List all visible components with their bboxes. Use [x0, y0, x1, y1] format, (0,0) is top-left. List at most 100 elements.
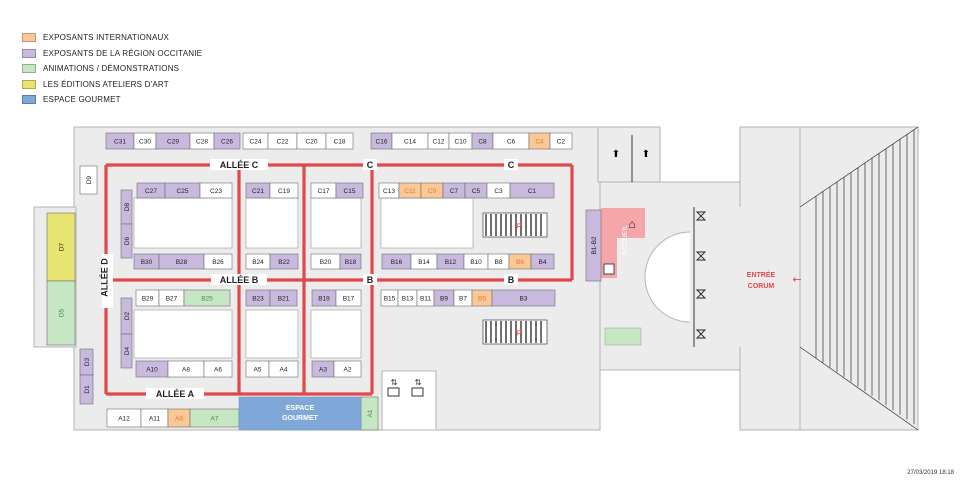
stand-box[interactable] — [120, 223, 133, 259]
stand-c23[interactable]: C23 — [199, 182, 233, 199]
stand-b21[interactable]: B21 — [269, 289, 298, 307]
stand-box[interactable] — [269, 253, 299, 270]
stand-a3[interactable]: A3 — [311, 360, 335, 378]
stand-b19[interactable]: B19 — [311, 289, 337, 307]
stand-box[interactable] — [269, 289, 298, 307]
stand-b16[interactable]: B16 — [381, 253, 412, 270]
stand-d6[interactable]: D6 — [120, 223, 133, 259]
stand-box[interactable] — [268, 360, 299, 378]
stand-c3[interactable]: C3 — [486, 182, 511, 199]
stand-c1[interactable]: C1 — [509, 182, 555, 199]
stand-c19[interactable]: C19 — [269, 182, 299, 199]
stand-box[interactable] — [549, 132, 573, 150]
stand-c14[interactable]: C14 — [391, 132, 429, 150]
stand-box[interactable] — [120, 333, 133, 369]
stand-box[interactable] — [269, 182, 299, 199]
stand-c20[interactable]: C20 — [296, 132, 327, 150]
stand-box[interactable] — [530, 253, 555, 270]
stand-c15[interactable]: C15 — [335, 182, 364, 199]
stand-b18[interactable]: B18 — [339, 253, 362, 270]
stand-box[interactable] — [335, 289, 362, 307]
stand-a7[interactable]: A7 — [189, 408, 240, 428]
stand-a12[interactable]: A12 — [106, 408, 142, 428]
stand-b17[interactable]: B17 — [335, 289, 362, 307]
stand-c7[interactable]: C7 — [442, 182, 466, 199]
stand-b8[interactable]: B8 — [487, 253, 510, 270]
stand-c10[interactable]: C10 — [448, 132, 473, 150]
stand-c21[interactable]: C21 — [245, 182, 271, 199]
stand-b13[interactable]: B13 — [397, 289, 418, 307]
stand-a2[interactable]: A2 — [333, 360, 362, 378]
stand-b29[interactable]: B29 — [135, 289, 160, 307]
stand-d8[interactable]: D8 — [120, 189, 133, 225]
stand-c26[interactable]: C26 — [213, 132, 241, 150]
stand-box[interactable] — [199, 182, 233, 199]
stand-b30[interactable]: B30 — [133, 253, 160, 270]
stand-d1[interactable]: D1 — [79, 374, 94, 405]
stand-box[interactable] — [203, 253, 233, 270]
stand-c29[interactable]: C29 — [155, 132, 191, 150]
stand-b11[interactable]: B11 — [416, 289, 435, 307]
stand-d9[interactable]: D9 — [79, 165, 98, 195]
stand-b27[interactable]: B27 — [158, 289, 185, 307]
stand-b4[interactable]: B4 — [530, 253, 555, 270]
stand-d7[interactable]: D7 — [46, 212, 76, 282]
stand-d3[interactable]: D3 — [79, 348, 94, 376]
stand-c11[interactable]: C11 — [398, 182, 422, 199]
stand-c5[interactable]: C5 — [464, 182, 488, 199]
stand-c31[interactable]: C31 — [105, 132, 135, 150]
stand-c22[interactable]: C22 — [267, 132, 298, 150]
stand-b6[interactable]: B6 — [508, 253, 532, 270]
stand-c8[interactable]: C8 — [471, 132, 494, 150]
stand-box[interactable] — [339, 253, 362, 270]
stand-c30[interactable]: C30 — [133, 132, 157, 150]
stand-b25[interactable]: B25 — [183, 289, 231, 307]
stand-box[interactable] — [213, 132, 241, 150]
stand-b28[interactable]: B28 — [158, 253, 205, 270]
stand-box[interactable] — [325, 132, 354, 150]
stand-a8[interactable]: A8 — [167, 360, 205, 378]
stand-c24[interactable]: C24 — [242, 132, 269, 150]
stand-b24[interactable]: B24 — [245, 253, 271, 270]
stand-box[interactable] — [46, 212, 76, 282]
stand-c25[interactable]: C25 — [164, 182, 201, 199]
stand-c17[interactable]: C17 — [310, 182, 337, 199]
stand-c18[interactable]: C18 — [325, 132, 354, 150]
stand-c13[interactable]: C13 — [378, 182, 400, 199]
stand-a9[interactable]: A9 — [167, 408, 191, 428]
stand-box[interactable] — [79, 165, 98, 195]
stand-c4[interactable]: C4 — [528, 132, 551, 150]
stand-c28[interactable]: C28 — [189, 132, 215, 150]
stand-box[interactable] — [183, 289, 231, 307]
stand-box[interactable] — [46, 280, 76, 346]
stand-box[interactable] — [509, 182, 555, 199]
stand-box[interactable] — [203, 360, 233, 378]
stand-a5[interactable]: A5 — [245, 360, 270, 378]
stand-b12[interactable]: B12 — [436, 253, 465, 270]
stand-b23[interactable]: B23 — [245, 289, 271, 307]
stand-b26[interactable]: B26 — [203, 253, 233, 270]
stand-b10[interactable]: B10 — [463, 253, 489, 270]
stand-b22[interactable]: B22 — [269, 253, 299, 270]
stand-b20[interactable]: B20 — [310, 253, 341, 270]
stand-b1b2[interactable]: B1-B2 — [585, 209, 602, 282]
stand-a6[interactable]: A6 — [203, 360, 233, 378]
stand-c2[interactable]: C2 — [549, 132, 573, 150]
stand-c16[interactable]: C16 — [370, 132, 393, 150]
stand-a4[interactable]: A4 — [268, 360, 299, 378]
stand-c6[interactable]: C6 — [492, 132, 530, 150]
stand-d2[interactable]: D2 — [120, 297, 133, 335]
stand-box[interactable] — [491, 289, 556, 307]
stand-b7[interactable]: B7 — [453, 289, 473, 307]
stand-d5[interactable]: D5 — [46, 280, 76, 346]
stand-b15[interactable]: B15 — [380, 289, 399, 307]
stand-b9[interactable]: B9 — [433, 289, 455, 307]
stand-d4[interactable]: D4 — [120, 333, 133, 369]
stand-b3[interactable]: B3 — [491, 289, 556, 307]
stand-box[interactable] — [79, 374, 94, 405]
stand-box[interactable] — [585, 209, 602, 282]
stand-c12[interactable]: C12 — [427, 132, 450, 150]
stand-a1[interactable]: A1 — [360, 396, 379, 431]
stand-box[interactable] — [333, 360, 362, 378]
stand-a11[interactable]: A11 — [140, 408, 169, 428]
